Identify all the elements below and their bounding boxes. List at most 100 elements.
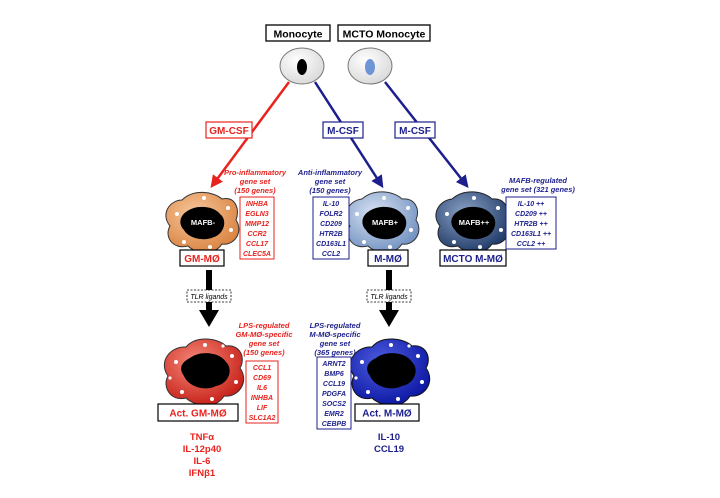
act-m-gene-set-title-line2: M-MØ-specific bbox=[309, 330, 361, 339]
mcto-nucleus-label: MAFB++ bbox=[459, 218, 490, 227]
act-gm-mo-label: Act. GM-MØ bbox=[169, 409, 226, 420]
act-m-gene-6: EMR2 bbox=[324, 411, 344, 418]
m-gene-list: IL-10 FOLR2 CD209 HTR2B CD163L1 CCL2 bbox=[312, 196, 350, 260]
mcto-gene-1: IL-10 ++ bbox=[518, 201, 544, 208]
m-gene-3: CD209 bbox=[320, 221, 342, 228]
m-csf-label-right: M-CSF bbox=[399, 126, 431, 137]
gm-gene-1: INHBA bbox=[246, 201, 268, 208]
act-gm-gene-5: LIF bbox=[257, 405, 268, 412]
mcto-monocyte-header: MCTO Monocyte bbox=[337, 24, 431, 42]
act-gm-gene-1: CCL1 bbox=[253, 365, 271, 372]
m-gene-set-title-line1: Anti-inflammatory bbox=[297, 168, 363, 177]
gm-gene-set-title: Pro-inflammatory gene set (150 genes) bbox=[224, 168, 287, 195]
act-m-macrophage-cell bbox=[349, 338, 431, 406]
mcto-mo-label: MCTO M-MØ bbox=[443, 254, 503, 265]
gm-gene-set-title-line1: Pro-inflammatory bbox=[224, 168, 287, 177]
act-gm-gene-4: INHBA bbox=[251, 395, 273, 402]
mcto-gene-3: HTR2B ++ bbox=[514, 221, 547, 228]
mcto-gene-4: CD163L1 ++ bbox=[511, 231, 551, 238]
act-gm-gene-set-title: LPS-regulated GM-MØ-specific gene set (1… bbox=[235, 321, 293, 357]
monocyte-header: Monocyte bbox=[265, 24, 331, 42]
gm-macrophage-cell: MAFB- bbox=[165, 191, 240, 253]
tlr-ligands-left-label: TLR ligands bbox=[190, 294, 228, 301]
m-gene-6: CCL2 bbox=[322, 251, 340, 258]
gm-gene-set-title-line2: gene set bbox=[239, 177, 271, 186]
act-gm-output-3: IL-6 bbox=[194, 456, 211, 467]
m-csf-box-right: M-CSF bbox=[394, 121, 436, 139]
act-gm-gene-3: IL6 bbox=[257, 385, 267, 392]
mcto-gene-2: CD209 ++ bbox=[515, 211, 547, 218]
m-gene-set-title-line3: (150 genes) bbox=[309, 186, 351, 195]
act-gm-gene-set-title-line2: GM-MØ-specific bbox=[235, 330, 293, 339]
act-gm-gene-6: SLC1A2 bbox=[249, 415, 276, 422]
act-m-gene-5: SOCS2 bbox=[322, 401, 346, 408]
act-m-gene-set-title: LPS-regulated M-MØ-specific gene set (36… bbox=[309, 321, 361, 357]
m-csf-box-left: M-CSF bbox=[322, 121, 364, 139]
gm-nucleus-label: MAFB- bbox=[191, 218, 216, 227]
tlr-arrow-left: TLR ligands bbox=[186, 270, 232, 327]
act-m-gene-set-title-line4: (365 genes) bbox=[314, 348, 356, 357]
tlr-ligands-right-label: TLR ligands bbox=[370, 294, 408, 301]
gm-gene-2: EGLN3 bbox=[245, 211, 268, 218]
act-m-gene-2: BMP6 bbox=[324, 371, 344, 378]
gm-gene-4: CCR2 bbox=[247, 231, 266, 238]
mcto-gene-5: CCL2 ++ bbox=[517, 241, 545, 248]
mcto-monocyte-label: MCTO Monocyte bbox=[343, 29, 426, 41]
act-gm-macrophage-cell bbox=[163, 338, 245, 406]
mcto-gene-list: IL-10 ++ CD209 ++ HTR2B ++ CD163L1 ++ CC… bbox=[505, 196, 557, 250]
act-gm-output-1: TNFα bbox=[190, 432, 214, 443]
act-gm-output-4: IFNβ1 bbox=[189, 468, 216, 479]
act-m-gene-4: PDGFA bbox=[322, 391, 346, 398]
act-m-outputs: IL-10 CCL19 bbox=[374, 432, 404, 455]
mcto-gene-set-title-line2: gene set (321 genes) bbox=[500, 185, 575, 194]
m-gene-set-title-line2: gene set bbox=[314, 177, 346, 186]
gm-csf-label: GM-CSF bbox=[209, 126, 248, 137]
act-m-gene-set-title-line3: gene set bbox=[319, 339, 351, 348]
act-gm-outputs: TNFα IL-12p40 IL-6 IFNβ1 bbox=[183, 432, 222, 479]
gm-gene-3: MMP12 bbox=[245, 221, 269, 228]
act-m-mo-label: Act. M-MØ bbox=[362, 409, 412, 420]
act-m-gene-set-title-line1: LPS-regulated bbox=[310, 321, 361, 330]
gm-gene-5: CCL17 bbox=[246, 241, 269, 248]
gm-gene-set-title-line3: (150 genes) bbox=[234, 186, 276, 195]
m-mo-label-box: M-MØ bbox=[367, 249, 409, 267]
act-gm-gene-list: CCL1 CD69 IL6 INHBA LIF SLC1A2 bbox=[245, 360, 279, 424]
monocyte-cell bbox=[279, 47, 325, 85]
act-m-gene-list: ARNT2 BMP6 CCL19 PDGFA SOCS2 EMR2 CEBPB bbox=[316, 356, 352, 430]
m-macrophage-cell: MAFB+ bbox=[345, 191, 420, 253]
act-m-output-2: CCL19 bbox=[374, 444, 404, 455]
gm-gene-list: INHBA EGLN3 MMP12 CCR2 CCL17 CLEC5A bbox=[239, 196, 275, 260]
act-gm-mo-label-box: Act. GM-MØ bbox=[157, 403, 239, 422]
tlr-arrow-right: TLR ligands bbox=[366, 270, 412, 327]
m-gene-5: CD163L1 bbox=[316, 241, 346, 248]
m-gene-2: FOLR2 bbox=[320, 211, 343, 218]
act-gm-gene-set-title-line1: LPS-regulated bbox=[239, 321, 290, 330]
mcto-mo-label-box: MCTO M-MØ bbox=[439, 249, 507, 267]
mcto-gene-set-title-line1: MAFB-regulated bbox=[509, 176, 567, 185]
m-gene-set-title: Anti-inflammatory gene set (150 genes) bbox=[297, 168, 363, 195]
gm-mo-label-box: GM-MØ bbox=[179, 249, 225, 267]
gm-gene-6: CLEC5A bbox=[243, 251, 271, 258]
act-gm-gene-set-title-line3: gene set bbox=[248, 339, 280, 348]
act-m-output-1: IL-10 bbox=[378, 432, 400, 443]
mcto-monocyte-cell bbox=[347, 47, 393, 85]
m-nucleus-label: MAFB+ bbox=[372, 218, 399, 227]
m-mo-label: M-MØ bbox=[374, 254, 402, 265]
act-m-mo-label-box: Act. M-MØ bbox=[354, 403, 420, 422]
act-gm-gene-set-title-line4: (150 genes) bbox=[243, 348, 285, 357]
act-m-gene-7: CEBPB bbox=[322, 421, 347, 428]
mcto-gene-set-title: MAFB-regulated gene set (321 genes) bbox=[500, 176, 575, 194]
act-gm-gene-2: CD69 bbox=[253, 375, 271, 382]
gm-mo-label: GM-MØ bbox=[184, 254, 220, 265]
monocyte-label: Monocyte bbox=[273, 29, 322, 41]
act-m-gene-3: CCL19 bbox=[323, 381, 345, 388]
act-m-gene-1: ARNT2 bbox=[321, 361, 345, 368]
m-gene-4: HTR2B bbox=[319, 231, 342, 238]
gm-csf-box: GM-CSF bbox=[205, 121, 253, 139]
m-gene-1: IL-10 bbox=[323, 201, 339, 208]
mcto-macrophage-cell: MAFB++ bbox=[435, 191, 510, 253]
m-csf-label-left: M-CSF bbox=[327, 126, 359, 137]
act-gm-output-2: IL-12p40 bbox=[183, 444, 222, 455]
